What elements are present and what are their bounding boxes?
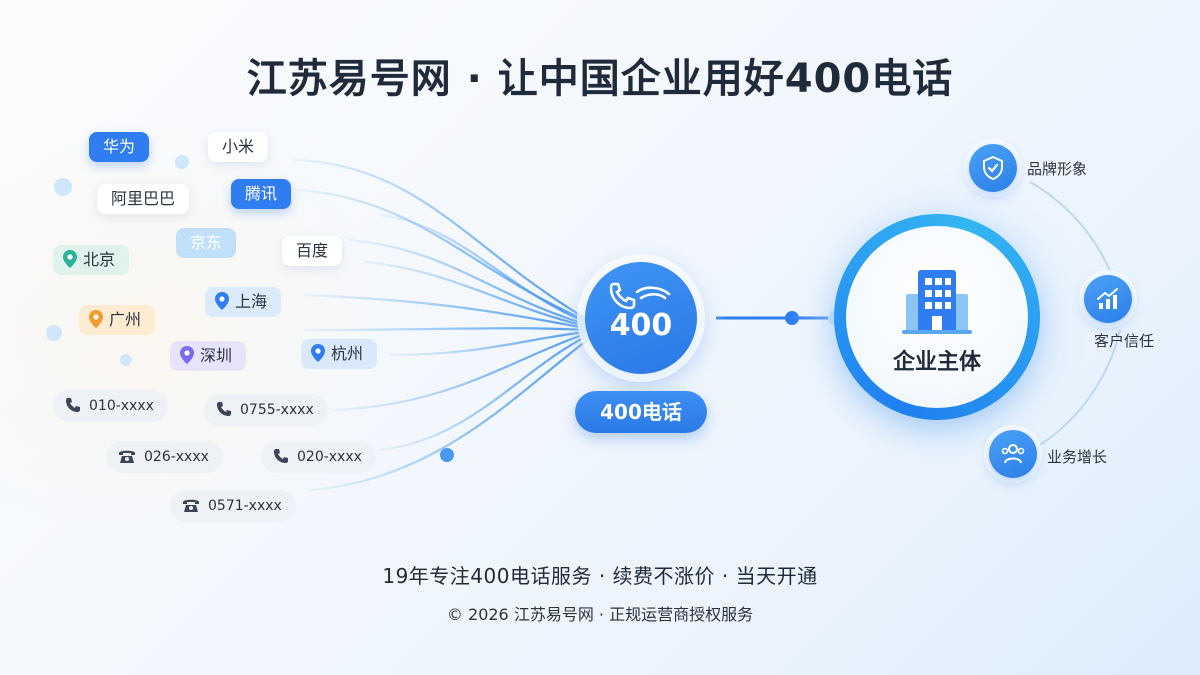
attribute-label-growth: 业务增长: [1047, 448, 1108, 466]
enterprise-label: 企业主体: [892, 350, 981, 375]
location-pin-icon: [63, 250, 77, 268]
phone-icon: [274, 448, 288, 463]
phone-icon: [66, 397, 80, 412]
city-label: 广州: [109, 310, 142, 329]
city-chip-guangzhou: 广州: [79, 305, 156, 335]
phone-handset-icon: [609, 282, 671, 310]
phone-number: 0755-xxxx: [240, 402, 314, 418]
phone-number: 020-xxxx: [297, 449, 362, 465]
location-pin-icon: [311, 344, 325, 362]
connection-line: [293, 158, 587, 320]
location-pin-icon: [180, 346, 194, 364]
phone-chip: 020-xxxx: [261, 441, 376, 473]
building-icon: [902, 270, 972, 334]
growth-chart-icon: [1097, 288, 1118, 309]
city-chip-shanghai: 上海: [205, 287, 282, 317]
connection-line: [378, 334, 589, 452]
phone-chip: 026-xxxx: [106, 441, 223, 473]
telephone-icon: [119, 450, 135, 463]
enterprise-ring: 企业主体: [834, 214, 1040, 420]
phone-chip: 0571-xxxx: [170, 490, 296, 522]
hub-number: 400: [609, 308, 673, 343]
phone-number: 0571-xxxx: [208, 498, 282, 514]
brand-chip-tencent: 腾讯: [231, 179, 292, 209]
shield-check-icon: [983, 156, 1003, 180]
phone-number: 010-xxxx: [89, 398, 154, 414]
city-chip-hangzhou: 杭州: [301, 339, 378, 369]
connection-line: [348, 238, 587, 326]
connection-line: [388, 330, 587, 357]
city-label: 北京: [83, 250, 116, 269]
connector-dot: [440, 448, 454, 462]
phone-chip: 0755-xxxx: [204, 394, 328, 426]
page-title: 江苏易号网 · 让中国企业用好400电话: [246, 56, 954, 102]
connection-line: [333, 332, 587, 412]
connection-line: [303, 293, 587, 330]
city-label: 杭州: [331, 344, 364, 363]
brand-image-badge: [969, 144, 1017, 192]
business-growth-badge: [989, 430, 1037, 478]
decor-dot: [175, 155, 189, 169]
tagline: 19年专注400电话服务 · 续费不涨价 · 当天开通: [382, 564, 818, 588]
city-chip-shenzhen: 深圳: [170, 341, 247, 371]
telephone-icon: [183, 499, 199, 512]
hub-400-circle: 400: [585, 262, 697, 374]
users-icon: [1001, 444, 1025, 464]
connection-line: [308, 336, 592, 492]
brand-chip-huawei: 华为: [89, 132, 150, 162]
decor-dot: [120, 354, 132, 366]
phone-chip: 010-xxxx: [53, 390, 168, 422]
connection-line: [378, 213, 587, 324]
connection-line: [303, 327, 587, 332]
customer-trust-badge: [1084, 275, 1132, 323]
decor-dot: [46, 325, 62, 341]
connection-line: [363, 260, 587, 328]
phone-icon: [217, 401, 231, 416]
brand-chip-jd: 京东: [176, 228, 237, 258]
brand-chip-xiaomi: 小米: [208, 132, 269, 162]
attribute-arc: [1039, 329, 1121, 446]
brand-chip-alibaba: 阿里巴巴: [97, 184, 190, 214]
decor-dot: [54, 178, 72, 196]
location-pin-icon: [89, 310, 103, 328]
brand-chip-baidu: 百度: [282, 236, 343, 266]
attribute-label-brand: 品牌形象: [1027, 160, 1088, 178]
city-label: 上海: [235, 292, 268, 311]
city-label: 深圳: [200, 346, 233, 365]
location-pin-icon: [215, 292, 229, 310]
phone-number: 026-xxxx: [144, 449, 209, 465]
footer-copyright: © 2026 江苏易号网 · 正规运营商授权服务: [446, 605, 754, 624]
city-chip-beijing: 北京: [53, 245, 130, 275]
attribute-label-trust: 客户信任: [1094, 332, 1155, 350]
hub-label-pill: 400电话: [575, 391, 707, 433]
